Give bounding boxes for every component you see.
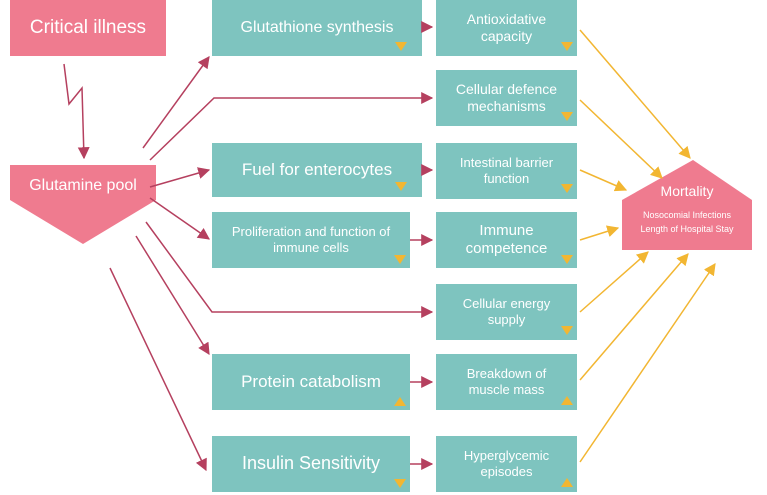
hyperglycemic-box: Hyperglycemic episodes	[436, 436, 577, 492]
antioxidative-capacity-box: Antioxidative capacity	[436, 0, 577, 56]
increase-arrow-icon	[561, 396, 573, 405]
cellular-energy-box: Cellular energy supply	[436, 284, 577, 340]
critical-illness-box: Critical illness	[10, 0, 166, 56]
glutamine-pool-label: Glutamine pool	[29, 177, 137, 194]
decrease-arrow-icon	[561, 184, 573, 193]
cellular-energy-label: Cellular energy supply	[462, 296, 551, 327]
protein-catabolism-box: Protein catabolism	[212, 354, 410, 410]
cellular-defence-box: Cellular defence mechanisms	[436, 70, 577, 126]
antioxidative-capacity-label: Antioxidative capacity	[466, 11, 547, 44]
hyperglycemic-label: Hyperglycemic episodes	[463, 448, 550, 479]
insulin-sensitivity-box: Insulin Sensitivity	[212, 436, 410, 492]
cellular-defence-label: Cellular defence mechanisms	[455, 81, 558, 114]
fuel-enterocytes-box: Fuel for enterocytes	[212, 143, 422, 197]
insulin-sensitivity-label: Insulin Sensitivity	[241, 453, 381, 474]
proliferation-immune-box: Proliferation and function of immune cel…	[212, 212, 410, 268]
mortality-title: Mortality	[660, 183, 714, 199]
immune-competence-box: Immune competence	[436, 212, 577, 268]
muscle-breakdown-label: Breakdown of muscle mass	[466, 366, 547, 397]
increase-arrow-icon	[394, 397, 406, 406]
protein-catabolism-label: Protein catabolism	[241, 371, 381, 391]
immune-competence-label: Immune competence	[465, 222, 548, 257]
intestinal-barrier-box: Intestinal barrier function	[436, 143, 577, 199]
fuel-enterocytes-label: Fuel for enterocytes	[241, 159, 393, 179]
decrease-arrow-icon	[561, 255, 573, 264]
decrease-arrow-icon	[561, 42, 573, 51]
mortality-line2: Length of Hospital Stay	[640, 224, 734, 234]
intestinal-barrier-label: Intestinal barrier function	[459, 155, 554, 186]
lightning-arrow	[63, 63, 90, 160]
decrease-arrow-icon	[395, 182, 407, 191]
decrease-arrow-icon	[561, 326, 573, 335]
critical-illness-label: Critical illness	[29, 16, 147, 38]
proliferation-immune-label: Proliferation and function of immune cel…	[231, 224, 391, 255]
glutathione-synthesis-label: Glutathione synthesis	[240, 19, 394, 37]
mortality-line1: Nosocomial Infections	[642, 210, 732, 220]
decrease-arrow-icon	[395, 42, 407, 51]
decrease-arrow-icon	[561, 112, 573, 121]
glutathione-synthesis-box: Glutathione synthesis	[212, 0, 422, 56]
muscle-breakdown-box: Breakdown of muscle mass	[436, 354, 577, 410]
decrease-arrow-icon	[394, 479, 406, 488]
decrease-arrow-icon	[394, 255, 406, 264]
increase-arrow-icon	[561, 478, 573, 487]
